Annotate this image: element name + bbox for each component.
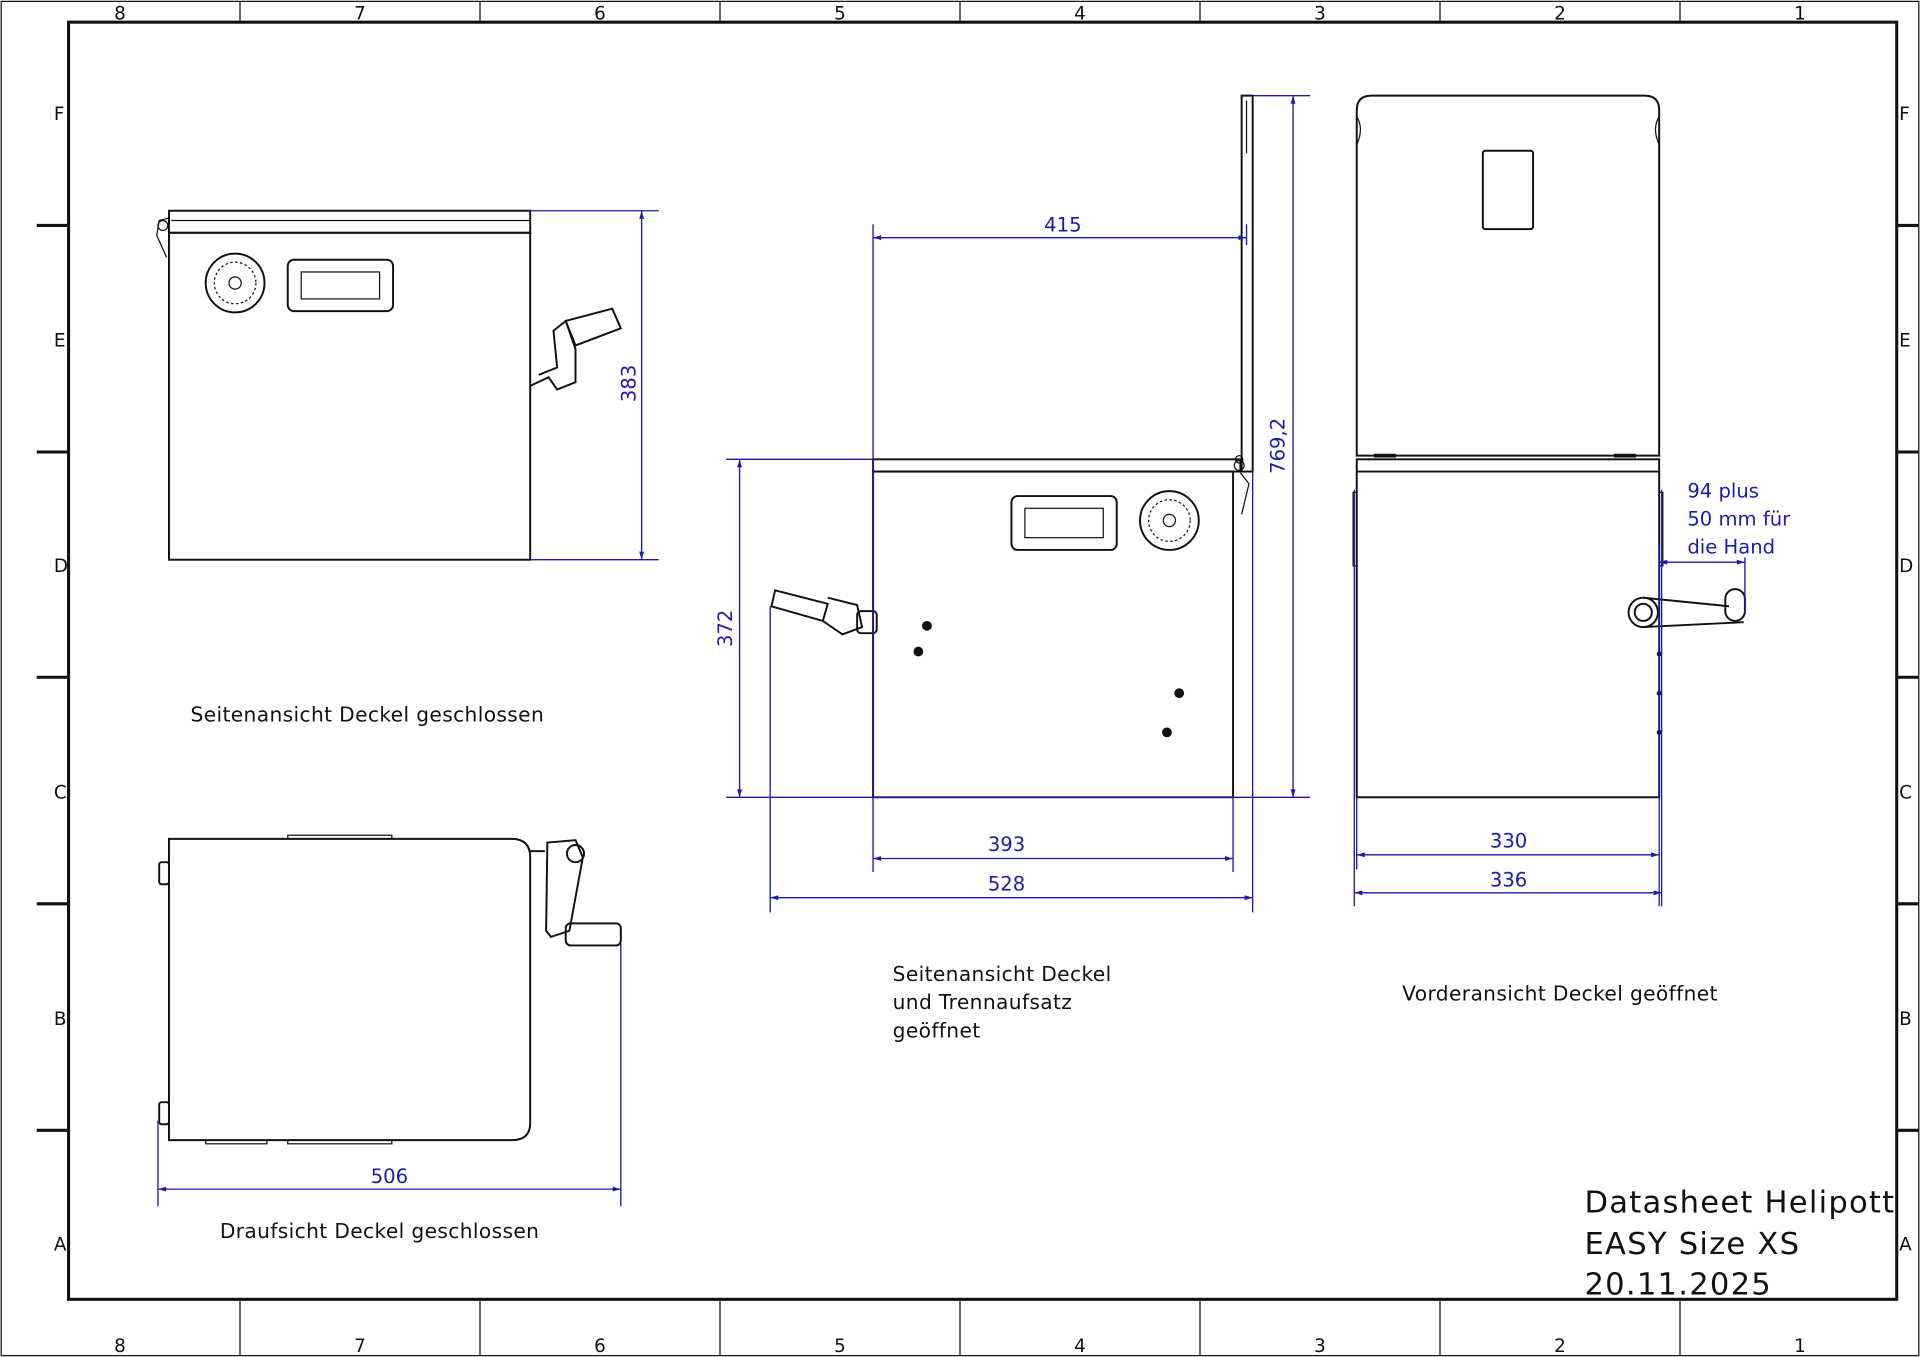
note-line1: 94 plus <box>1687 479 1759 502</box>
column-label: 6 <box>594 4 606 25</box>
fan-icon <box>204 252 266 314</box>
dimension-336: 336 <box>1490 869 1527 892</box>
caption-side-open-line1: Seitenansicht Deckel <box>893 962 1112 986</box>
row-label: C <box>1899 783 1912 804</box>
column-label: 5 <box>834 1336 846 1357</box>
column-label: 8 <box>114 4 126 25</box>
dimension-769-2: 769,2 <box>1266 418 1289 474</box>
grid-column-labels-top: 8 7 6 5 4 3 2 1 <box>114 4 1806 25</box>
row-label: B <box>54 1009 67 1030</box>
title-date: 20.11.2025 <box>1584 1267 1772 1302</box>
row-label: F <box>54 104 65 125</box>
column-label: 3 <box>1314 4 1326 25</box>
column-label: 6 <box>594 1336 606 1357</box>
row-label: A <box>54 1234 67 1255</box>
note-line2: 50 mm für <box>1687 507 1791 530</box>
note-line3: die Hand <box>1687 536 1775 559</box>
dimension-330: 330 <box>1490 829 1527 852</box>
caption-side-open-line3: geöffnet <box>893 1018 981 1042</box>
column-label: 8 <box>114 1336 126 1357</box>
column-label: 7 <box>354 4 366 25</box>
title-line1: Datasheet Helipott <box>1584 1185 1895 1220</box>
caption-side-closed: Seitenansicht Deckel geschlossen <box>191 702 545 726</box>
column-label: 3 <box>1314 1336 1326 1357</box>
row-label: D <box>54 556 68 577</box>
crank-handle <box>1627 588 1746 629</box>
dimension-393: 393 <box>988 833 1025 856</box>
crank-handle <box>530 839 622 947</box>
caption-top-closed: Draufsicht Deckel geschlossen <box>220 1219 539 1243</box>
caption-side-open-line2: und Trennaufsatz <box>893 990 1073 1014</box>
row-label: E <box>54 331 66 352</box>
column-label: 1 <box>1794 1336 1806 1357</box>
row-label: A <box>1899 1234 1912 1255</box>
grid-row-labels-right: F E D C B A <box>1899 104 1913 1255</box>
dimension-383: 383 <box>618 365 641 402</box>
grid-column-labels-bottom: 8 7 6 5 4 3 2 1 <box>114 1336 1806 1357</box>
crank-handle <box>770 589 878 636</box>
row-label: B <box>1899 1009 1912 1030</box>
column-label: 4 <box>1074 1336 1086 1357</box>
view-top-closed: 506 Draufsicht Deckel geschlossen <box>157 834 622 1243</box>
crank-handle <box>529 307 623 391</box>
row-label: D <box>1899 556 1913 577</box>
view-side-closed: 383 Seitenansicht Deckel geschlossen <box>156 209 659 726</box>
column-label: 4 <box>1074 4 1086 25</box>
dimension-528: 528 <box>988 872 1025 895</box>
column-label: 5 <box>834 4 846 25</box>
dimension-372: 372 <box>714 610 737 647</box>
fan-icon <box>1139 490 1200 551</box>
title-block: Datasheet Helipott EASY Size XS 20.11.20… <box>1584 1185 1895 1302</box>
display-window <box>286 258 395 313</box>
dimension-415: 415 <box>1044 214 1081 237</box>
column-label: 2 <box>1554 4 1566 25</box>
caption-front-open: Vorderansicht Deckel geöffnet <box>1402 982 1718 1006</box>
dimension-506: 506 <box>371 1165 408 1188</box>
grid-row-labels-left: F E D C B A <box>54 104 68 1255</box>
row-label: F <box>1899 104 1910 125</box>
column-label: 7 <box>354 1336 366 1357</box>
display-window <box>1010 495 1118 551</box>
view-front-open: 94 plus 50 mm für die Hand 330 336 Vorde… <box>1352 94 1791 1006</box>
title-line2: EASY Size XS <box>1584 1227 1800 1262</box>
row-label: E <box>1899 331 1911 352</box>
row-label: C <box>54 783 67 804</box>
column-label: 1 <box>1794 4 1806 25</box>
view-side-open: 415 372 769,2 393 528 Seitenansicht Deck… <box>714 94 1311 1042</box>
column-label: 2 <box>1554 1336 1566 1357</box>
